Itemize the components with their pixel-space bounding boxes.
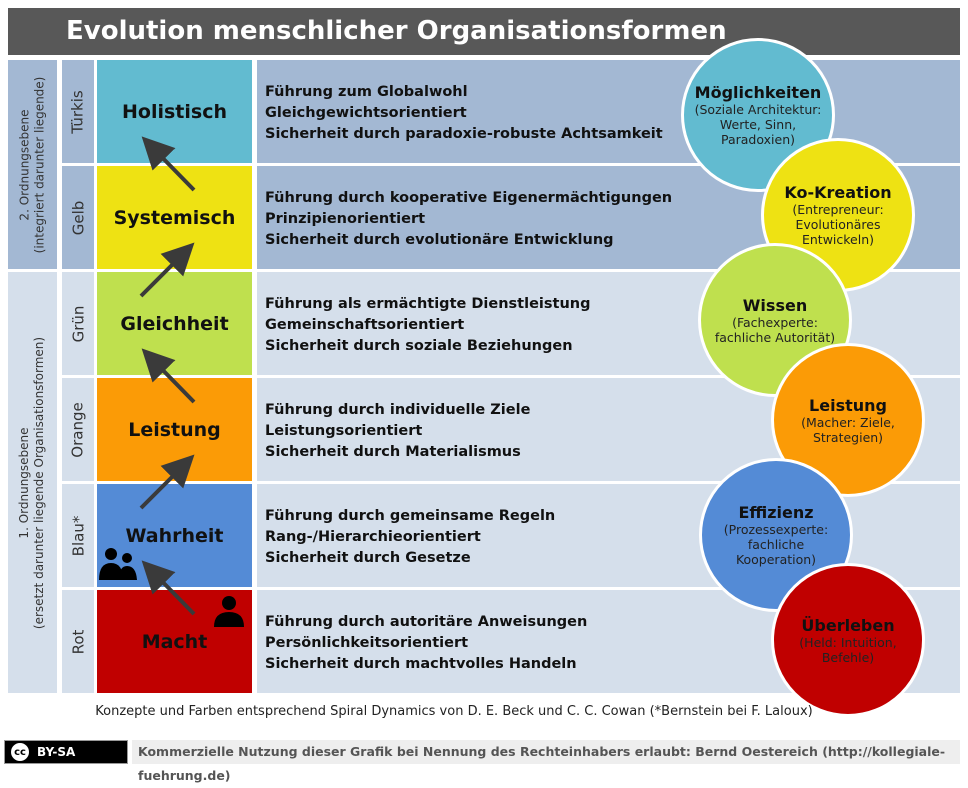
color-label: Rot (62, 590, 94, 693)
description-line: Leistungsorientiert (265, 423, 423, 439)
role-title: Effizienz (738, 503, 814, 522)
description-line: Führung zum Globalwohl (265, 84, 468, 100)
color-label: Gelb (62, 166, 94, 269)
license-type: BY-SA (37, 745, 76, 759)
description-line: Führung als ermächtigte Dienstleistung (265, 296, 591, 312)
description-line: Rang-/Hierarchieorientiert (265, 529, 481, 545)
color-label: Grün (62, 272, 94, 375)
person-icon (214, 596, 244, 627)
description-line: Prinzipienorientiert (265, 211, 426, 227)
source-note: Konzepte und Farben entsprechend Spiral … (95, 704, 813, 719)
role-text: (Entrepreneur: Evolutionäres Entwickeln) (792, 202, 884, 247)
description-line: Gleichgewichtsorientiert (265, 105, 467, 121)
color-label: Blau* (62, 484, 94, 587)
description-line: Gemeinschaftsorientiert (265, 317, 465, 333)
role-text: (Prozessexperte: fachliche Kooperation) (723, 522, 829, 567)
role-text: (Held: Intuition, Befehle) (799, 634, 897, 665)
arrow (141, 560, 196, 616)
description-line: Sicherheit durch soziale Beziehungen (265, 338, 573, 354)
role-title: Überleben (801, 615, 895, 635)
description-line: Führung durch kooperative Eigenermächtig… (265, 190, 673, 206)
role-title: Möglichkeiten (694, 83, 822, 102)
license-text: Kommerzielle Nutzung dieser Grafik bei N… (132, 740, 960, 783)
arrow (141, 348, 196, 404)
arrow (141, 136, 196, 192)
role-title: Leistung (809, 395, 887, 415)
color-label: Orange (62, 378, 94, 481)
level-2-label: 2. Ordnungsebene(integriert darunter lie… (8, 60, 57, 269)
description-line: Sicherheit durch paradoxie-robuste Achts… (265, 126, 663, 142)
description-line: Sicherheit durch evolutionäre Entwicklun… (265, 232, 614, 248)
description-line: Führung durch individuelle Ziele (265, 402, 531, 418)
description-line: Sicherheit durch Materialismus (265, 444, 521, 460)
level-1-label: 1. Ordnungsebene(ersetzt darunter liegen… (8, 272, 57, 693)
role-text: (Soziale Architektur: Werte, Sinn, Parad… (694, 102, 822, 147)
role-title: Ko-Kreation (784, 183, 892, 202)
role-circle: Überleben(Held: Intuition, Befehle) (771, 563, 925, 717)
color-label: Türkis (62, 60, 94, 163)
cc-license-badge[interactable]: cc BY-SA (4, 740, 128, 764)
page-title: Evolution menschlicher Organisationsform… (8, 8, 960, 55)
description-line: Sicherheit durch Gesetze (265, 550, 471, 566)
group-people-icon (99, 548, 137, 580)
description-line: Führung durch gemeinsame Regeln (265, 508, 556, 524)
cc-icon: cc (9, 741, 31, 763)
description-line: Sicherheit durch machtvolles Handeln (265, 656, 577, 672)
description-line: Führung durch autoritäre Anweisungen (265, 614, 588, 630)
description-line: Persönlichkeitsorientiert (265, 635, 469, 651)
role-text: (Fachexperte: fachliche Autorität) (714, 314, 836, 345)
role-title: Wissen (742, 295, 808, 315)
arrow (139, 242, 195, 298)
role-text: (Macher: Ziele, Strategien) (801, 414, 895, 445)
arrows (99, 136, 244, 627)
arrow (139, 454, 195, 510)
